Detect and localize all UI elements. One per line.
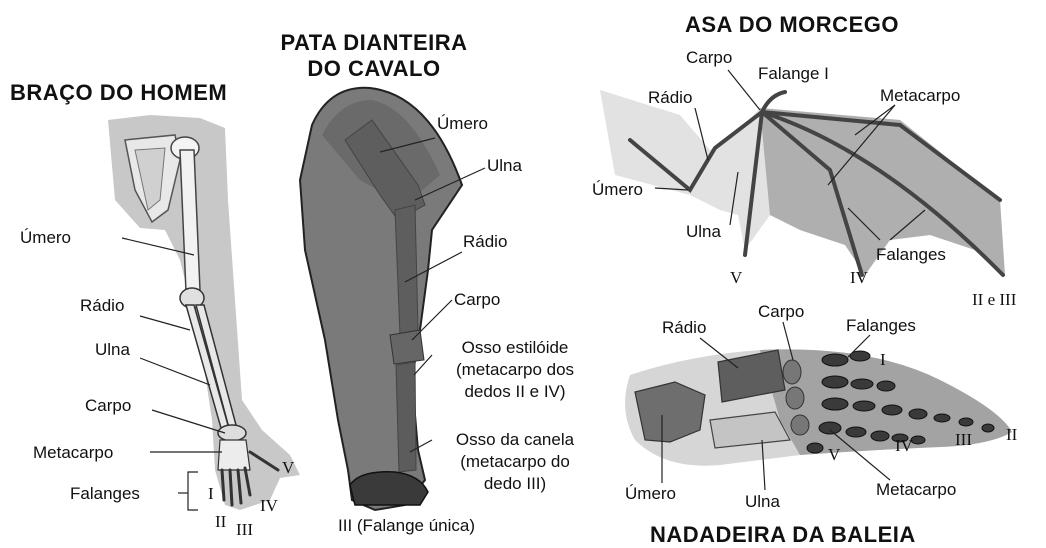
title-horse-line1: PATA DIANTEIRA [280, 30, 468, 55]
whale-label-ulna: Ulna [745, 492, 780, 511]
whale-label-metacarpo: Metacarpo [876, 480, 957, 499]
horse-label-canela-2: (metacarpo do [460, 452, 570, 471]
human-arm-drawing [108, 115, 300, 511]
human-metacarpals [217, 439, 251, 471]
horse-label-canela-1: Osso da canela [455, 430, 575, 449]
whale-digit-iv: IV [895, 436, 913, 455]
title-whale-flipper: NADADEIRA DA BALEIA [650, 522, 916, 547]
horse-label-falange: III (Falange única) [338, 516, 476, 535]
human-finger-iv: IV [260, 496, 278, 515]
bat-digit-iv: IV [850, 268, 868, 287]
bat-label-falanges: Falanges [876, 245, 946, 264]
horse-cannon-bone [395, 361, 417, 473]
whale-digit-ii: II [1006, 425, 1018, 444]
bat-digit-ii-iii: II e III [972, 290, 1017, 309]
horse-label-estiloide-3: dedos II e IV) [464, 382, 566, 401]
whale-digit-v: V [828, 445, 841, 464]
human-finger-i: I [208, 484, 214, 503]
human-label-falanges: Falanges [70, 484, 140, 503]
bat-label-umero: Úmero [592, 180, 644, 199]
whale-phalanges [806, 350, 995, 454]
human-finger-ii: II [215, 512, 227, 531]
horse-label-carpo: Carpo [454, 290, 501, 309]
horse-label-ulna: Ulna [487, 156, 522, 175]
human-finger-v: V [282, 458, 295, 477]
bat-digit-v: V [730, 268, 743, 287]
horse-humerus [344, 119, 426, 221]
title-human-arm: BRAÇO DO HOMEM [10, 80, 228, 105]
human-label-umero: Úmero [20, 228, 72, 247]
horse-label-canela-3: dedo III) [483, 474, 547, 493]
horse-label-radio: Rádio [463, 232, 508, 251]
whale-label-umero: Úmero [625, 484, 677, 503]
bat-label-ulna: Ulna [686, 222, 721, 241]
horse-leg-outline [298, 86, 464, 512]
horse-label-estiloide-1: Osso estilóide [461, 338, 569, 357]
whale-ulna [709, 411, 791, 449]
whale-label-falanges: Falanges [846, 316, 916, 335]
whale-label-radio: Rádio [662, 318, 707, 337]
whale-radius [717, 349, 786, 403]
human-label-radio: Rádio [80, 296, 125, 315]
whale-flipper-drawing [625, 321, 1012, 491]
human-label-carpo: Carpo [85, 396, 132, 415]
horse-carpus [389, 329, 425, 365]
human-finger-iii: III [236, 520, 253, 539]
horse-hoof [349, 471, 429, 506]
whale-digit-i: I [880, 350, 886, 369]
bat-label-falange-i: Falange I [758, 64, 829, 83]
whale-digit-iii: III [955, 430, 972, 449]
bat-wing-drawing [600, 69, 1005, 277]
horse-label-estiloide-2: (metacarpo dos [455, 360, 575, 379]
horse-leg-drawing [298, 86, 486, 512]
human-fingers [220, 450, 280, 507]
whale-humerus [634, 381, 706, 443]
title-horse-line2: DO CAVALO [307, 56, 441, 81]
title-bat-wing: ASA DO MORCEGO [685, 12, 899, 37]
human-label-ulna: Ulna [95, 340, 130, 359]
whale-label-carpo: Carpo [758, 302, 805, 321]
whale-carpals [782, 359, 810, 436]
human-carpals [217, 424, 247, 442]
bat-bones [628, 90, 1005, 277]
horse-label-umero: Úmero [437, 114, 489, 133]
bat-label-metacarpo: Metacarpo [880, 86, 961, 105]
bat-label-carpo: Carpo [686, 48, 733, 67]
human-label-metacarpo: Metacarpo [33, 443, 114, 462]
bat-label-radio: Rádio [648, 88, 693, 107]
